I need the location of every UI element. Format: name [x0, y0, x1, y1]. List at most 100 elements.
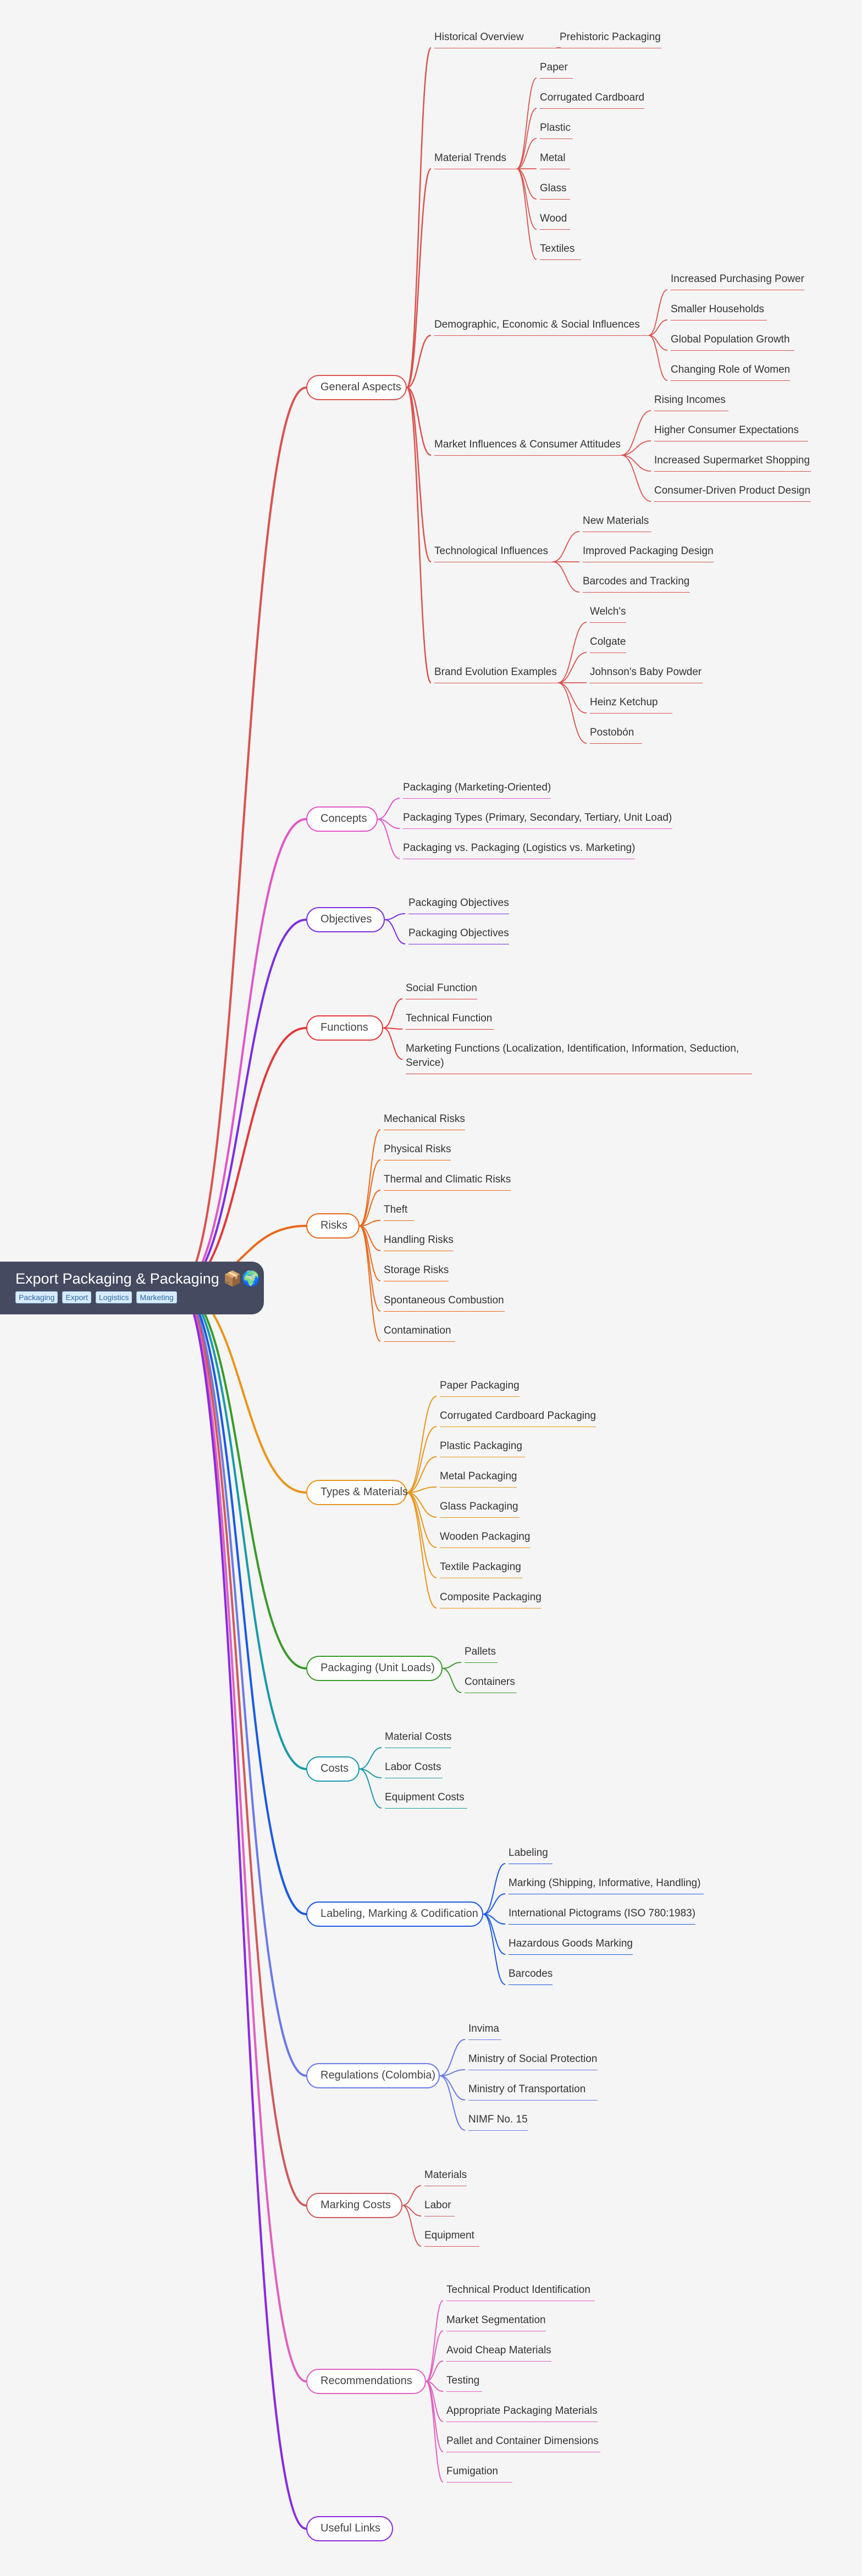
subtopic-historical[interactable]: Historical Overview [434, 30, 561, 48]
labeling-item-4[interactable]: Barcodes [509, 1967, 553, 1985]
risks-item-1[interactable]: Physical Risks [384, 1142, 451, 1160]
branch-labeling[interactable]: Labeling, Marking & Codification [306, 1901, 483, 1927]
root-node[interactable]: Export Packaging & Packaging 📦🌍 Packagin… [0, 1262, 264, 1314]
tag-marketing[interactable]: Marketing [136, 1291, 177, 1303]
risks-item-2[interactable]: Thermal and Climatic Risks [384, 1173, 511, 1191]
concepts-item-0[interactable]: Packaging (Marketing-Oriented) [403, 781, 551, 799]
functions-item-2[interactable]: Marketing Functions (Localization, Ident… [406, 1042, 752, 1074]
marking-costs-item-2[interactable]: Equipment [424, 2229, 479, 2247]
material_trends-item-6[interactable]: Textiles [540, 242, 581, 260]
risks-item-6[interactable]: Spontaneous Combustion [384, 1293, 505, 1312]
regulations-item-2[interactable]: Ministry of Transportation [468, 2082, 598, 2100]
types-item-0[interactable]: Paper Packaging [440, 1379, 520, 1397]
costs-item-1[interactable]: Labor Costs [385, 1760, 443, 1778]
recommendations-item-1[interactable]: Market Segmentation [446, 2313, 546, 2331]
connector [359, 1159, 381, 1226]
technological-item-1[interactable]: Improved Packaging Design [583, 544, 714, 562]
material_trends-item-5[interactable]: Wood [540, 212, 570, 230]
types-item-5[interactable]: Wooden Packaging [440, 1530, 531, 1548]
branch-concepts[interactable]: Concepts [306, 806, 378, 832]
recommendations-item-3[interactable]: Testing [446, 2374, 482, 2392]
regulations-item-1[interactable]: Ministry of Social Protection [468, 2052, 598, 2070]
types-item-4[interactable]: Glass Packaging [440, 1500, 520, 1518]
branch-general-aspects[interactable]: General Aspects [306, 375, 407, 400]
branch-objectives[interactable]: Objectives [306, 907, 385, 932]
recommendations-item-0[interactable]: Technical Product Identification [446, 2283, 595, 2301]
risks-item-3[interactable]: Theft [384, 1203, 414, 1221]
concepts-item-2[interactable]: Packaging vs. Packaging (Logistics vs. M… [403, 841, 636, 859]
marking-costs-item-1[interactable]: Labor [424, 2198, 455, 2216]
technological-item-0[interactable]: New Materials [583, 514, 651, 532]
marking-costs-item-0[interactable]: Materials [424, 2168, 467, 2186]
types-item-6[interactable]: Textile Packaging [440, 1560, 522, 1578]
unit-loads-item-0[interactable]: Pallets [465, 1645, 498, 1663]
material_trends-item-3[interactable]: Metal [540, 151, 570, 169]
types-item-2[interactable]: Plastic Packaging [440, 1439, 525, 1457]
brands-item-1[interactable]: Colgate [590, 635, 626, 653]
technological-item-2[interactable]: Barcodes and Tracking [583, 574, 690, 593]
types-item-1[interactable]: Corrugated Cardboard Packaging [440, 1409, 596, 1427]
branch-types[interactable]: Types & Materials [306, 1480, 408, 1505]
recommendations-item-2[interactable]: Avoid Cheap Materials [446, 2343, 551, 2362]
concepts-item-1[interactable]: Packaging Types (Primary, Secondary, Ter… [403, 811, 672, 829]
recommendations-item-6[interactable]: Fumigation [446, 2464, 512, 2483]
material_trends-item-1[interactable]: Corrugated Cardboard [540, 91, 645, 109]
recommendations-item-5[interactable]: Pallet and Container Dimensions [446, 2434, 600, 2452]
material_trends-item-0[interactable]: Paper [540, 60, 573, 79]
branch-costs[interactable]: Costs [306, 1756, 360, 1782]
branch-risks[interactable]: Risks [306, 1213, 360, 1239]
demographic-item-1[interactable]: Smaller Households [671, 302, 767, 320]
brands-item-2[interactable]: Johnson's Baby Powder [590, 665, 703, 683]
types-item-3[interactable]: Metal Packaging [440, 1469, 517, 1488]
functions-item-0[interactable]: Social Function [406, 981, 477, 999]
tag-export[interactable]: Export [62, 1291, 91, 1303]
labeling-item-1[interactable]: Marking (Shipping, Informative, Handling… [509, 1876, 704, 1894]
subtopic-demographic[interactable]: Demographic, Economic & Social Influence… [434, 318, 649, 336]
unit-loads-item-1[interactable]: Containers [465, 1675, 517, 1693]
brands-item-0[interactable]: Welch's [590, 605, 626, 623]
branch-useful-links[interactable]: Useful Links [306, 2516, 393, 2541]
regulations-item-3[interactable]: NIMF No. 15 [468, 2113, 528, 2131]
costs-item-0[interactable]: Material Costs [385, 1730, 452, 1748]
labeling-item-3[interactable]: Hazardous Goods Marking [509, 1937, 633, 1955]
connector [402, 2185, 422, 2206]
branch-functions[interactable]: Functions [306, 1015, 383, 1041]
historical-item-0[interactable]: Prehistoric Packaging [560, 30, 661, 48]
demographic-item-3[interactable]: Changing Role of Women [671, 363, 791, 381]
objectives-item-1[interactable]: Packaging Objectives [408, 926, 509, 944]
market-item-1[interactable]: Higher Consumer Expectations [654, 423, 808, 441]
risks-item-5[interactable]: Storage Risks [384, 1263, 449, 1281]
risks-item-7[interactable]: Contamination [384, 1324, 455, 1342]
recommendations-item-4[interactable]: Appropriate Packaging Materials [446, 2404, 598, 2422]
types-item-7[interactable]: Composite Packaging [440, 1590, 541, 1608]
tag-logistics[interactable]: Logistics [95, 1291, 132, 1303]
risks-item-0[interactable]: Mechanical Risks [384, 1112, 465, 1130]
material_trends-item-2[interactable]: Plastic [540, 121, 573, 139]
labeling-item-2[interactable]: International Pictograms (ISO 780:1983) [509, 1906, 696, 1925]
connector [516, 138, 537, 169]
branch-recommendations[interactable]: Recommendations [306, 2369, 426, 2394]
functions-item-1[interactable]: Technical Function [406, 1011, 494, 1030]
branch-marking-costs[interactable]: Marking Costs [306, 2193, 402, 2218]
risks-item-4[interactable]: Handling Risks [384, 1233, 454, 1251]
material_trends-item-4[interactable]: Glass [540, 181, 570, 200]
objectives-item-0[interactable]: Packaging Objectives [408, 896, 509, 914]
subtopic-market[interactable]: Market Influences & Consumer Attitudes [434, 438, 621, 456]
demographic-item-2[interactable]: Global Population Growth [671, 333, 794, 351]
tag-packaging[interactable]: Packaging [15, 1291, 58, 1303]
labeling-item-0[interactable]: Labeling [509, 1846, 552, 1864]
branch-unit-loads[interactable]: Packaging (Unit Loads) [306, 1656, 443, 1681]
market-item-3[interactable]: Consumer-Driven Product Design [654, 484, 811, 502]
costs-item-2[interactable]: Equipment Costs [385, 1790, 467, 1809]
subtopic-material_trends[interactable]: Material Trends [434, 151, 517, 169]
connector [442, 1668, 462, 1693]
demographic-item-0[interactable]: Increased Purchasing Power [671, 272, 804, 290]
market-item-0[interactable]: Rising Incomes [654, 393, 728, 411]
brands-item-4[interactable]: Postobón [590, 726, 642, 744]
brands-item-3[interactable]: Heinz Ketchup [590, 695, 672, 714]
subtopic-brands[interactable]: Brand Evolution Examples [434, 665, 558, 683]
branch-regulations[interactable]: Regulations (Colombia) [306, 2063, 440, 2088]
market-item-2[interactable]: Increased Supermarket Shopping [654, 454, 811, 472]
subtopic-technological[interactable]: Technological Influences [434, 544, 552, 562]
regulations-item-0[interactable]: Invima [468, 2022, 501, 2040]
